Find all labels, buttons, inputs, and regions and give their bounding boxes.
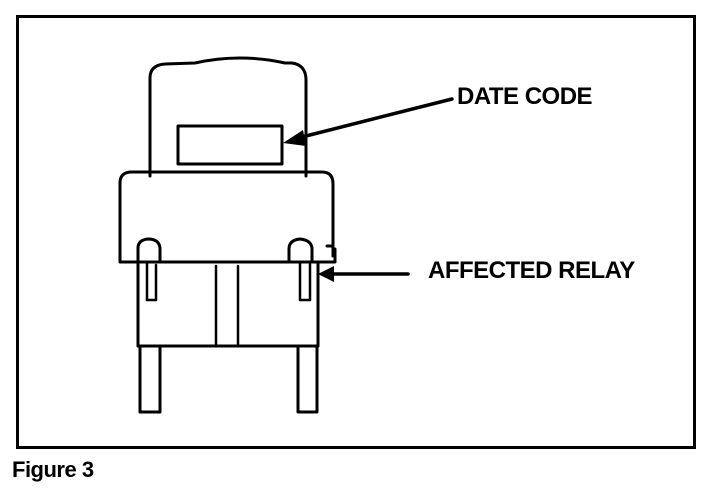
relay-cover [148,56,308,178]
date-code-arrow [283,97,454,146]
affected-relay-label: AFFECTED RELAY [428,257,635,284]
figure-frame [16,15,696,449]
date-code-window [176,124,284,166]
relay-skirt [118,247,337,264]
right-clip [287,237,314,264]
date-code-label: DATE CODE [457,83,593,110]
figure-caption: Figure 3 [12,457,94,482]
left-clip [136,237,162,264]
relay-base [118,170,335,257]
affected-relay-arrow [318,266,410,282]
left-terminal [138,344,162,414]
right-terminal [296,344,319,414]
